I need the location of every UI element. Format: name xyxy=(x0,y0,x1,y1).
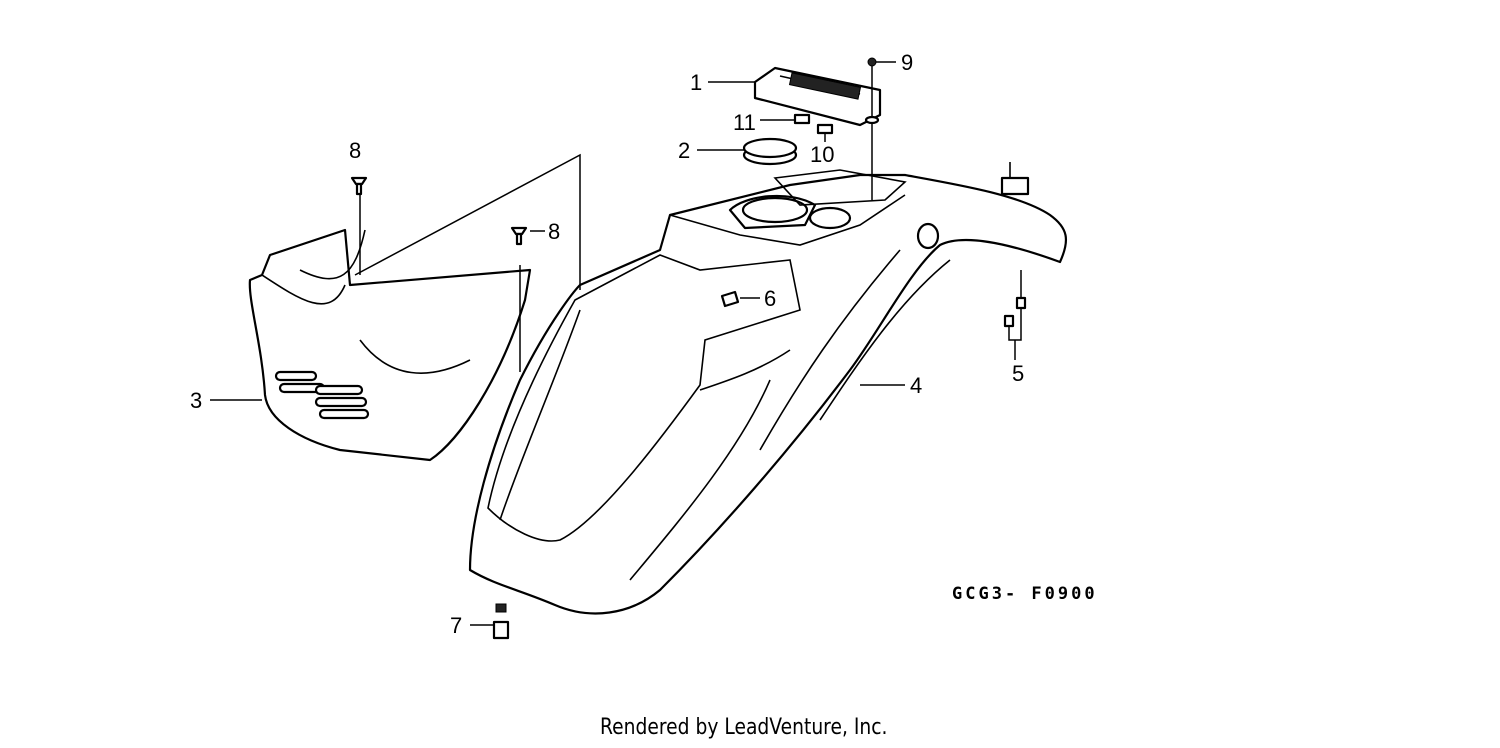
callout-leader-lines xyxy=(210,61,905,626)
callout-10: 10 xyxy=(810,142,835,167)
callout-8-mid: 8 xyxy=(548,219,561,244)
callout-5: 5 xyxy=(1012,361,1025,386)
footer-credit: Rendered by LeadVenture, Inc. xyxy=(600,715,888,740)
screw-part-8a[interactable] xyxy=(350,176,368,196)
rear-fender-part-4[interactable] xyxy=(468,162,1068,615)
collar-part-10[interactable] xyxy=(816,123,834,135)
callout-8-top: 8 xyxy=(349,138,362,163)
side-cover-part-3[interactable] xyxy=(248,228,532,462)
callout-6: 6 xyxy=(764,286,777,311)
nut-part-7[interactable] xyxy=(492,603,510,640)
grommet-part-2[interactable] xyxy=(742,137,798,166)
meter-cover-part-1[interactable] xyxy=(753,66,882,127)
callout-9: 9 xyxy=(901,50,914,75)
callout-4: 4 xyxy=(910,373,923,398)
screw-part-8b[interactable] xyxy=(510,226,528,246)
callout-11: 11 xyxy=(733,110,756,135)
bolt-part-5[interactable] xyxy=(1003,270,1027,360)
screw-part-9[interactable] xyxy=(864,57,880,200)
collar-part-11[interactable] xyxy=(793,113,811,125)
vent-slots xyxy=(274,370,370,420)
callout-7: 7 xyxy=(450,613,463,638)
callout-2: 2 xyxy=(678,138,691,163)
assembly-guide-lines xyxy=(354,153,581,372)
clip-part-6[interactable] xyxy=(720,290,740,308)
callout-1: 1 xyxy=(690,70,703,95)
diagram-code: GCG3- F0900 xyxy=(952,584,1098,604)
callout-3: 3 xyxy=(190,388,203,413)
